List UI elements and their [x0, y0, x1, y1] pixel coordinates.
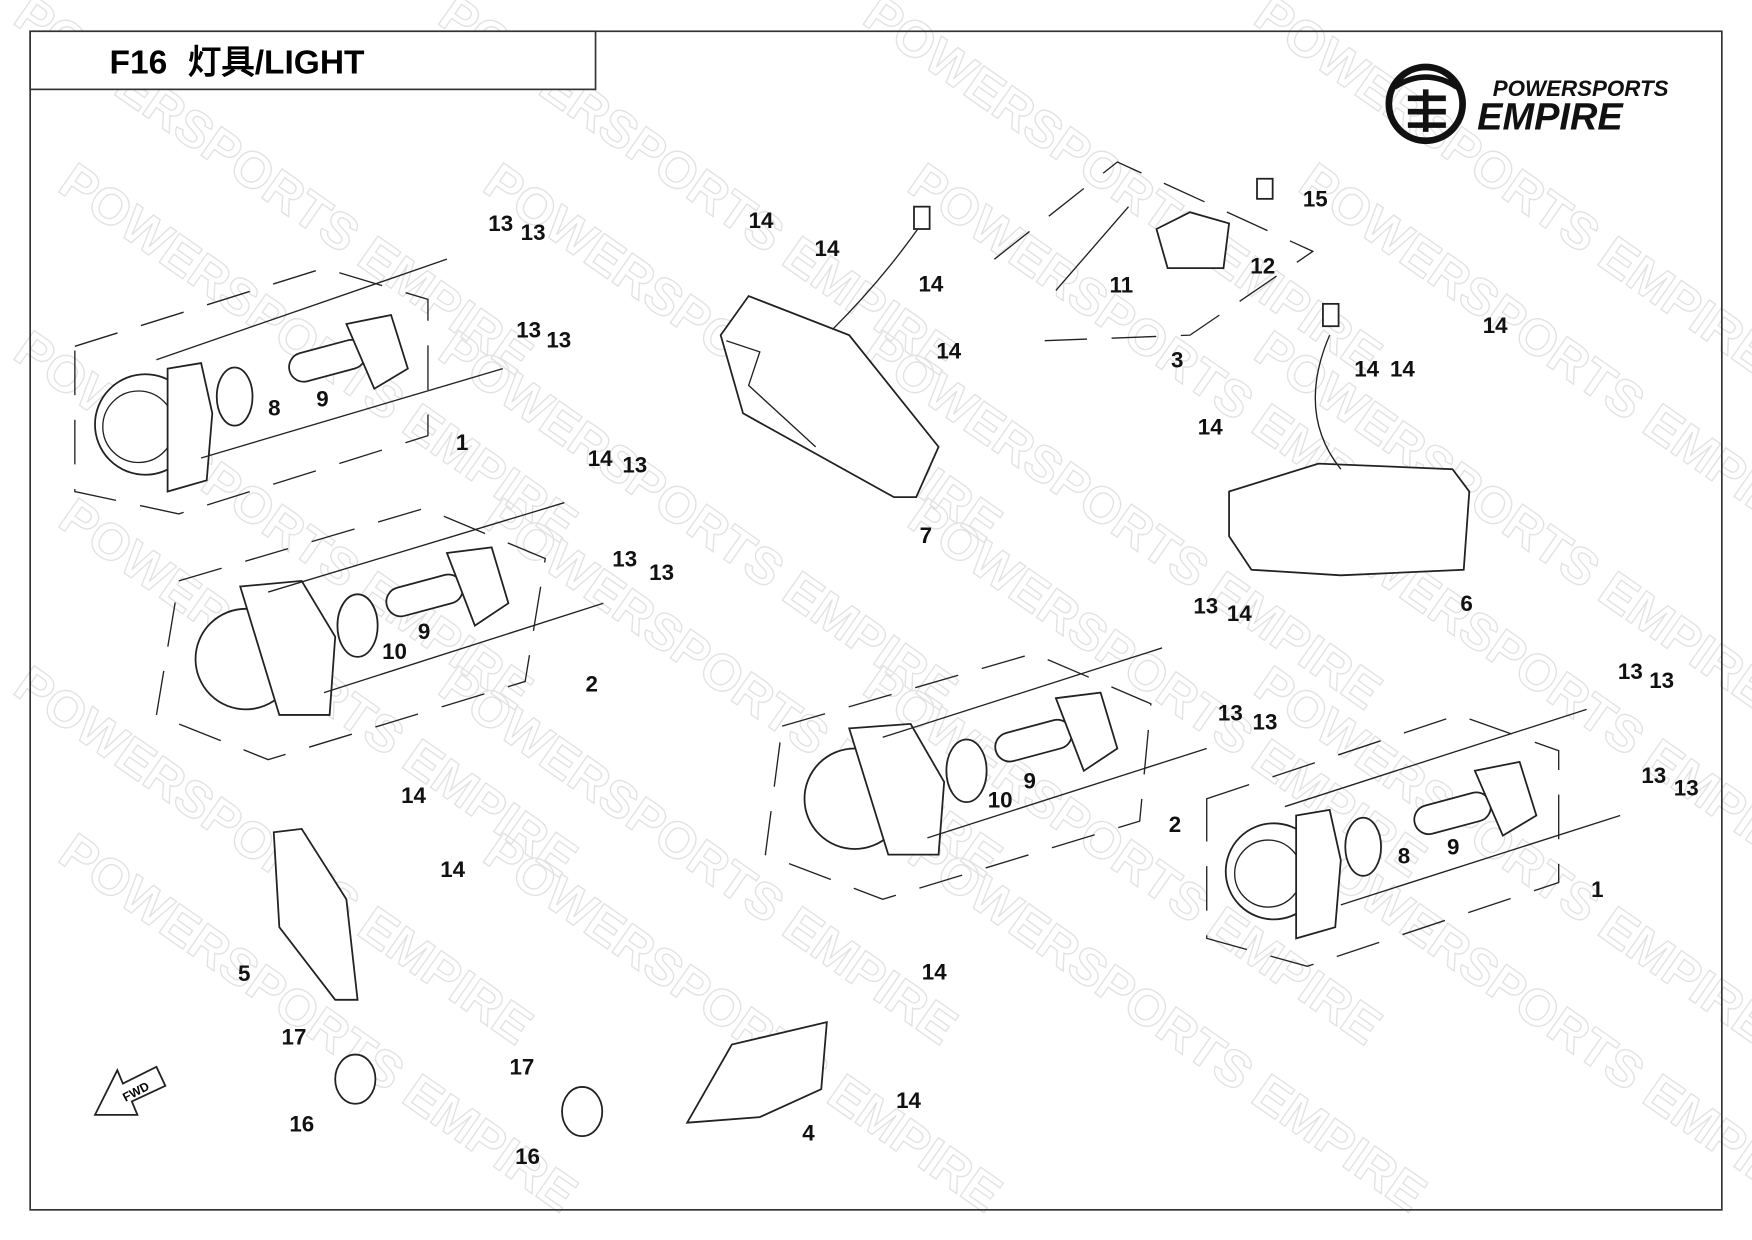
callout-10: 10 — [382, 639, 407, 664]
callout-2: 2 — [1169, 812, 1181, 837]
callout-17: 17 — [510, 1055, 535, 1080]
callout-8: 8 — [268, 396, 280, 421]
brand-logo: POWERSPORTS EMPIRE — [1385, 63, 1669, 145]
callout-14: 14 — [815, 236, 840, 261]
callout-12: 12 — [1250, 254, 1275, 279]
callout-14: 14 — [1483, 313, 1508, 338]
callout-14: 14 — [588, 446, 613, 471]
callout-9: 9 — [1023, 769, 1035, 794]
callout-13: 13 — [1193, 593, 1218, 618]
title-code: F16 — [110, 45, 168, 82]
callout-14: 14 — [749, 208, 774, 233]
headlight-assembly-2-left — [155, 502, 604, 761]
callout-13: 13 — [1674, 775, 1699, 800]
callout-5: 5 — [238, 961, 250, 986]
reflector-16-left — [334, 1053, 377, 1105]
logo-text-empire: EMPIRE — [1477, 97, 1624, 139]
callout-14: 14 — [1354, 356, 1379, 381]
callout-9: 9 — [316, 387, 328, 412]
callout-9: 9 — [1447, 835, 1459, 860]
callout-14: 14 — [918, 272, 943, 297]
callout-13: 13 — [1218, 701, 1243, 726]
callout-13: 13 — [622, 453, 647, 478]
callout-6: 6 — [1460, 591, 1472, 616]
bulb-assembly-3 — [994, 161, 1315, 342]
marker-light-4 — [685, 1021, 828, 1124]
callout-16: 16 — [289, 1112, 314, 1137]
callout-14: 14 — [1390, 356, 1415, 381]
callout-14: 14 — [922, 960, 947, 985]
callout-13: 13 — [1641, 763, 1666, 788]
callout-7: 7 — [920, 523, 932, 548]
title-name: 灯具/LIGHT — [188, 45, 365, 82]
callout-13: 13 — [488, 211, 513, 236]
callout-14: 14 — [936, 339, 961, 364]
callout-13: 13 — [1618, 659, 1643, 684]
callout-13: 13 — [521, 220, 546, 245]
headlight-assembly-2-right — [764, 647, 1207, 900]
callout-1: 1 — [1591, 877, 1603, 902]
callout-14: 14 — [896, 1088, 921, 1113]
callout-3: 3 — [1171, 348, 1183, 373]
fwd-arrow-icon: FWD — [93, 1065, 167, 1116]
callout-15: 15 — [1303, 187, 1328, 212]
callout-13: 13 — [516, 317, 541, 342]
callout-1: 1 — [456, 430, 468, 455]
callout-13: 13 — [612, 546, 637, 571]
callout-11: 11 — [1110, 273, 1134, 298]
headlight-6 — [1228, 302, 1471, 577]
callout-17: 17 — [282, 1025, 307, 1050]
headlight-assembly-1-right — [1206, 708, 1621, 968]
callout-14: 14 — [1198, 415, 1223, 440]
callout-9: 9 — [418, 619, 430, 644]
callout-14: 14 — [440, 857, 465, 882]
callout-14: 14 — [401, 783, 426, 808]
callout-14: 14 — [1227, 601, 1252, 626]
callout-13: 13 — [1253, 709, 1278, 734]
title-box — [29, 30, 597, 91]
diagram-frame — [29, 30, 1723, 1211]
callout-13: 13 — [546, 327, 571, 352]
callout-13: 13 — [1649, 668, 1674, 693]
reflector-16-right — [561, 1086, 604, 1138]
callout-4: 4 — [802, 1121, 815, 1146]
callout-8: 8 — [1398, 844, 1410, 869]
headlight-7 — [719, 205, 940, 499]
logo-text-powersports: POWERSPORTS — [1493, 76, 1669, 101]
logo-emblem-icon — [1385, 63, 1466, 145]
callout-13: 13 — [649, 560, 674, 585]
callout-16: 16 — [515, 1144, 540, 1169]
marker-light-5 — [272, 827, 359, 1001]
callout-10: 10 — [988, 788, 1013, 813]
callout-2: 2 — [585, 671, 597, 696]
headlight-assembly-1-left — [74, 258, 503, 515]
